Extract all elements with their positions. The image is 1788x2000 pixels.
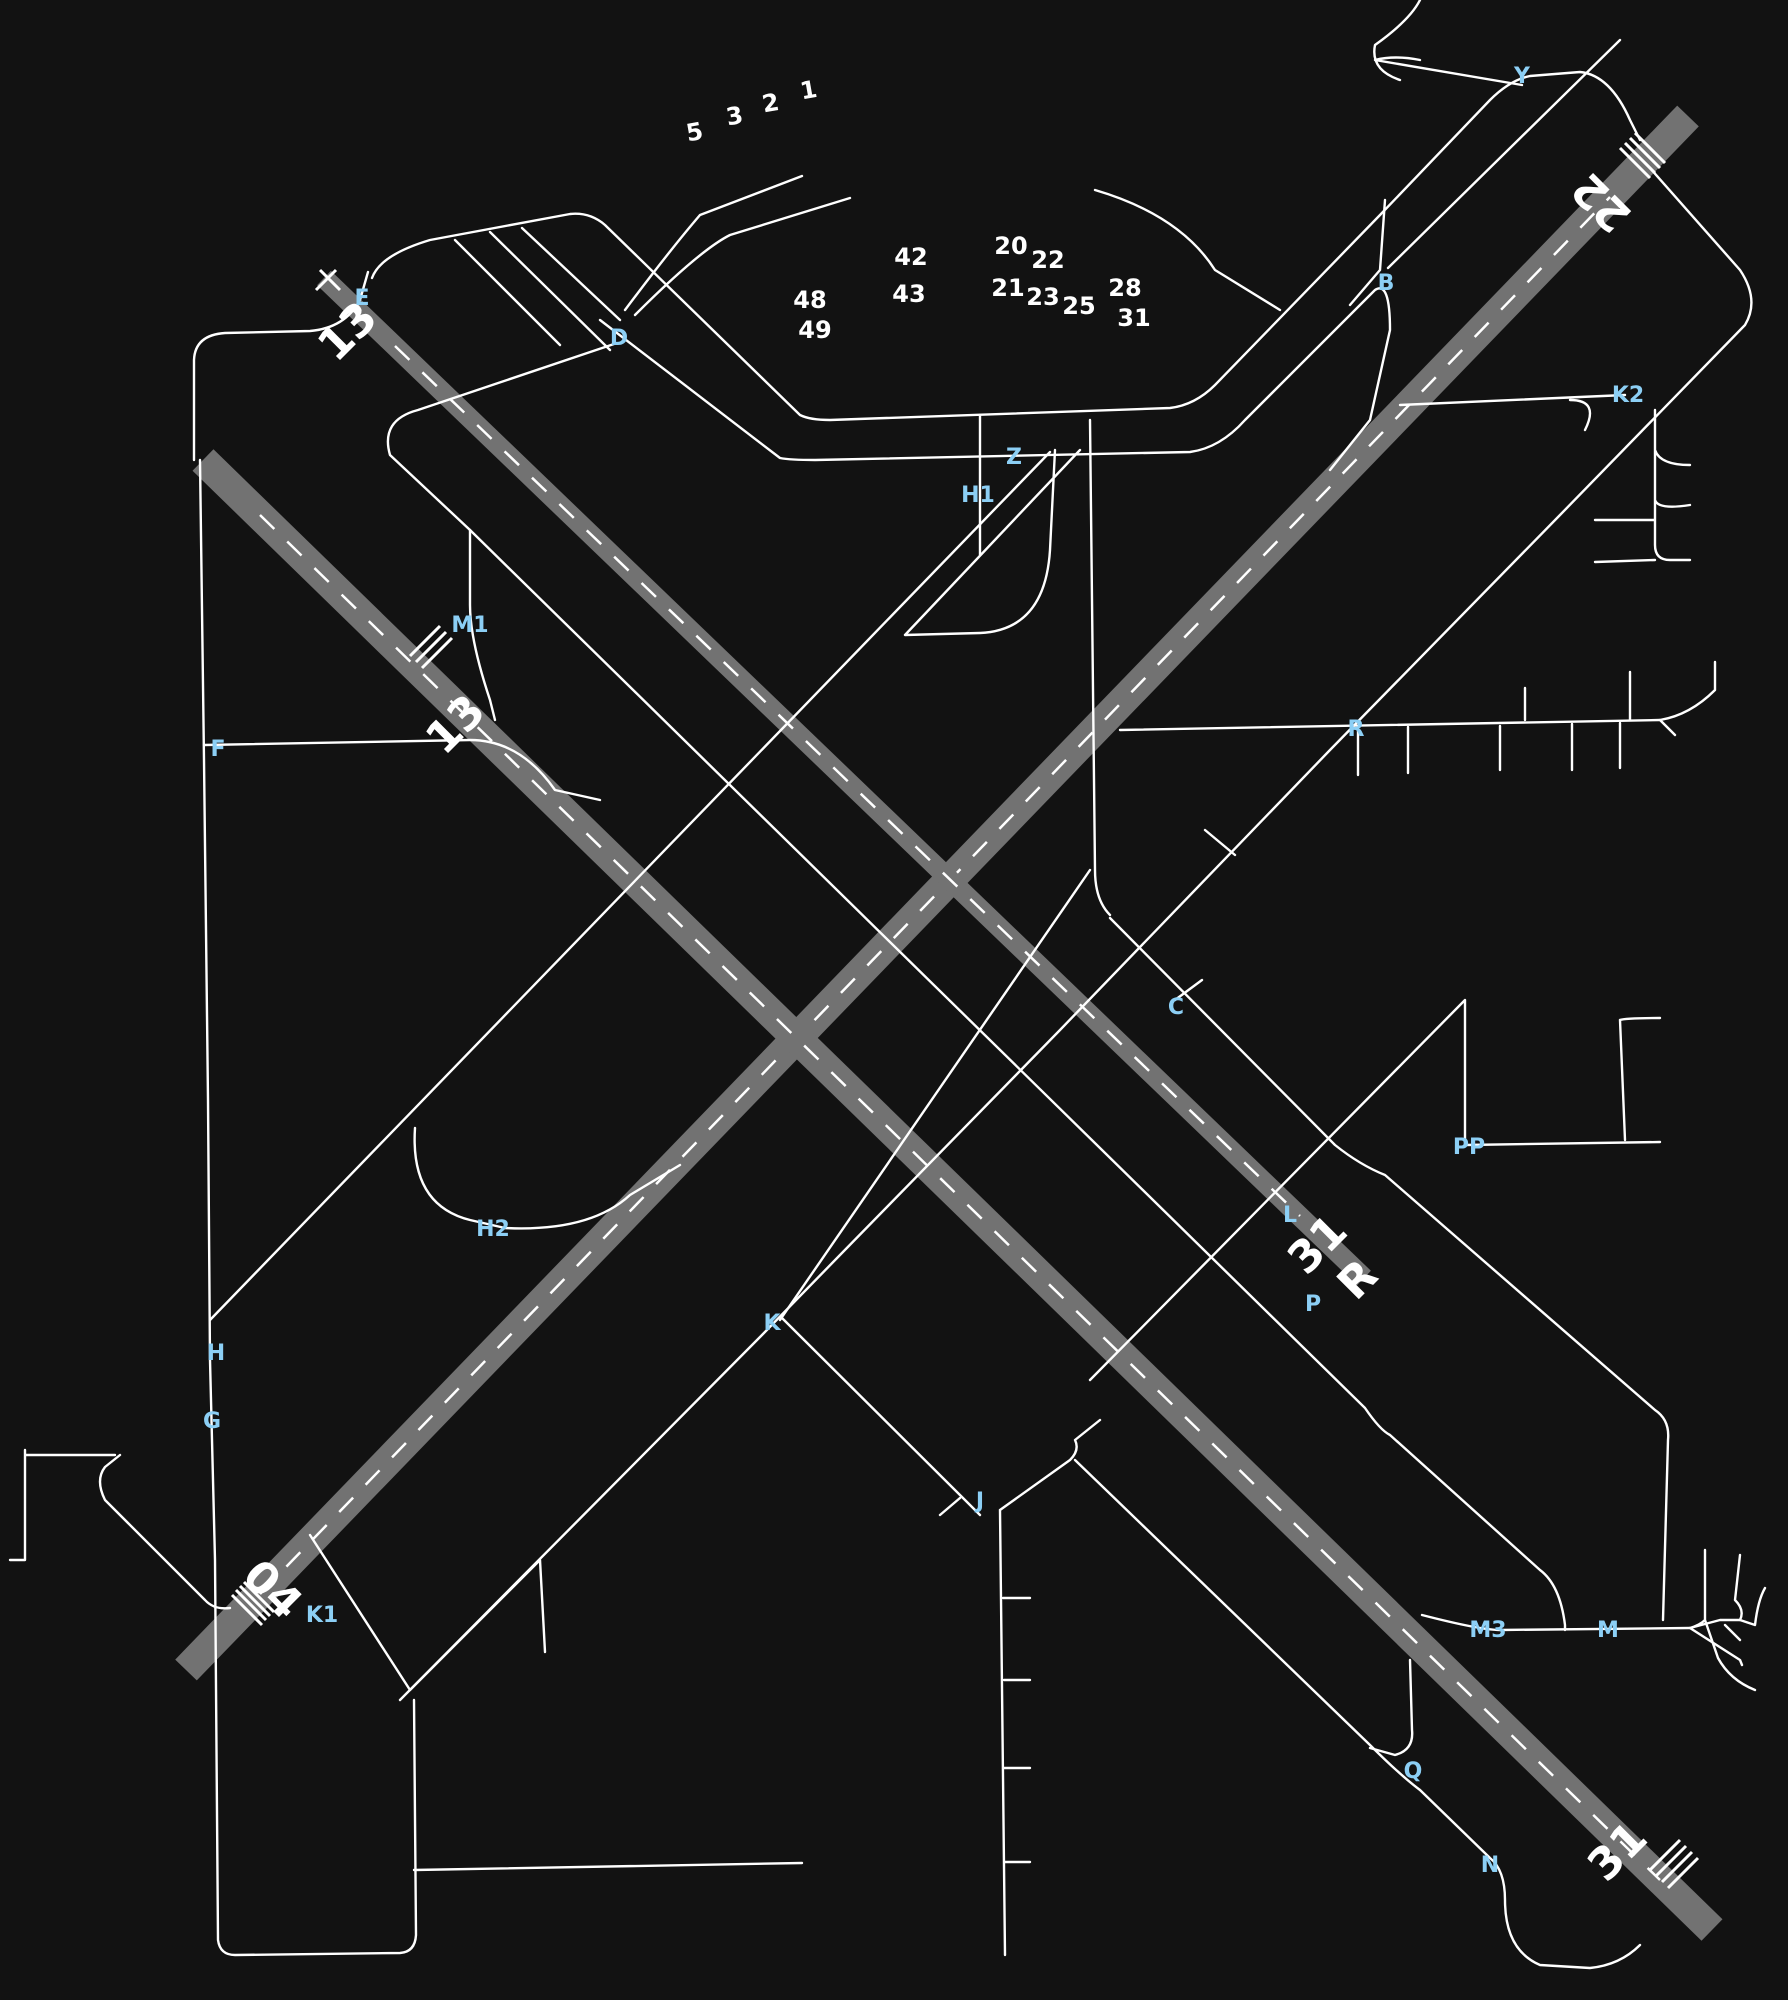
taxiway-north-apron-outer xyxy=(598,287,1392,472)
taxiway-label-J: J xyxy=(974,1489,984,1514)
taxiway-label-Y: Y xyxy=(1513,64,1531,89)
taxiway-G xyxy=(8,1448,232,1610)
taxiway-label-H: H xyxy=(207,1341,225,1366)
taxiway-north-apron xyxy=(370,70,1642,422)
taxiway-label-D: D xyxy=(610,326,628,351)
taxiway-northwest-stub xyxy=(623,174,852,317)
gate-labels: 1 2 3 5 20 22 42 43 21 23 25 28 31 48 49 xyxy=(684,75,1151,344)
taxiway-D-branches xyxy=(453,226,622,352)
taxiway-M1 xyxy=(468,528,497,722)
gate-label-22: 22 xyxy=(1031,246,1064,274)
taxiway-label-M3: M3 xyxy=(1469,1618,1506,1643)
runway-04-22 xyxy=(175,105,1699,1681)
taxiway-J-stubs xyxy=(938,1496,1032,1864)
taxiway-northeast-hook xyxy=(1373,0,1422,82)
taxiways xyxy=(8,0,1767,1970)
taxiway-label-P: P xyxy=(1305,1292,1321,1317)
gate-label-25: 25 xyxy=(1062,292,1095,320)
gate-label-48: 48 xyxy=(793,286,826,314)
taxiway-label-K2: K2 xyxy=(1612,383,1644,408)
runway-thresholds xyxy=(230,131,1700,1890)
taxiway-PP xyxy=(1088,998,1662,1382)
taxiway-labels: Y B K2 E D Z H1 M1 F R C PP L P H2 K H G… xyxy=(203,64,1644,1878)
taxiway-label-K1: K1 xyxy=(306,1603,338,1628)
runway-13L-31R-centerline xyxy=(394,345,1301,1217)
taxiway-label-M1: M1 xyxy=(451,613,488,638)
taxiway-B xyxy=(1348,38,1622,307)
taxiway-Q xyxy=(1368,1658,1414,1757)
taxiway-M3-stub xyxy=(1688,1586,1767,1667)
taxiway-label-K: K xyxy=(763,1311,781,1336)
gate-label-2: 2 xyxy=(760,88,781,118)
taxiway-label-PP: PP xyxy=(1453,1135,1485,1160)
taxiway-C xyxy=(1108,916,1670,1622)
taxiway-east-stubs xyxy=(1593,408,1692,564)
taxiway-H2 xyxy=(413,1126,682,1230)
taxiway-label-C: C xyxy=(1168,995,1184,1020)
taxiway-Z xyxy=(978,413,1112,917)
taxiway-label-F: F xyxy=(210,737,225,762)
taxiway-west-top xyxy=(192,270,370,462)
taxiway-label-E: E xyxy=(354,286,369,311)
taxiway-K2 xyxy=(1398,393,1627,432)
gate-label-3: 3 xyxy=(724,101,745,131)
taxiway-H1 xyxy=(903,448,1082,637)
gate-label-1: 1 xyxy=(798,75,819,105)
taxiway-label-H2: H2 xyxy=(476,1217,510,1242)
runways xyxy=(175,105,1723,1941)
gate-label-5: 5 xyxy=(684,117,705,147)
taxiway-label-Q: Q xyxy=(1404,1759,1423,1784)
taxiway-D xyxy=(386,342,616,532)
taxiway-label-L: L xyxy=(1283,1203,1297,1228)
taxiway-parallel-04-22-east xyxy=(398,166,1753,1702)
gate-label-23: 23 xyxy=(1026,283,1059,311)
taxiway-label-G: G xyxy=(203,1409,221,1434)
gate-label-21: 21 xyxy=(991,274,1024,302)
gate-label-43: 43 xyxy=(892,280,925,308)
taxiway-terminal-east xyxy=(1093,188,1282,312)
taxiway-southwest-connector xyxy=(412,1861,804,1872)
taxiway-label-N: N xyxy=(1481,1853,1499,1878)
taxiway-west xyxy=(198,458,418,1957)
taxiway-F xyxy=(202,738,602,802)
taxiway-N xyxy=(1073,1458,1642,1970)
taxiway-K xyxy=(468,528,1567,1632)
gate-label-31: 31 xyxy=(1117,304,1150,332)
runway-04-22-centerline xyxy=(259,196,1611,1595)
gate-label-49: 49 xyxy=(798,316,831,344)
gate-label-28: 28 xyxy=(1108,274,1141,302)
taxiway-label-Z: Z xyxy=(1006,445,1022,470)
taxiway-K1 xyxy=(308,1533,547,1692)
gate-label-20: 20 xyxy=(994,232,1027,260)
taxiway-R-stubs xyxy=(1356,670,1677,777)
taxiway-label-H1: H1 xyxy=(961,483,995,508)
taxiway-J xyxy=(998,1418,1102,1957)
taxiway-label-B: B xyxy=(1378,271,1395,296)
taxiway-K-diag xyxy=(778,868,1092,1517)
taxiway-C-stub xyxy=(1173,828,1237,1002)
taxiway-label-R: R xyxy=(1348,717,1365,742)
gate-label-42: 42 xyxy=(894,243,927,271)
taxiway-label-M: M xyxy=(1597,1618,1619,1643)
taxiway-H xyxy=(208,450,1052,1322)
